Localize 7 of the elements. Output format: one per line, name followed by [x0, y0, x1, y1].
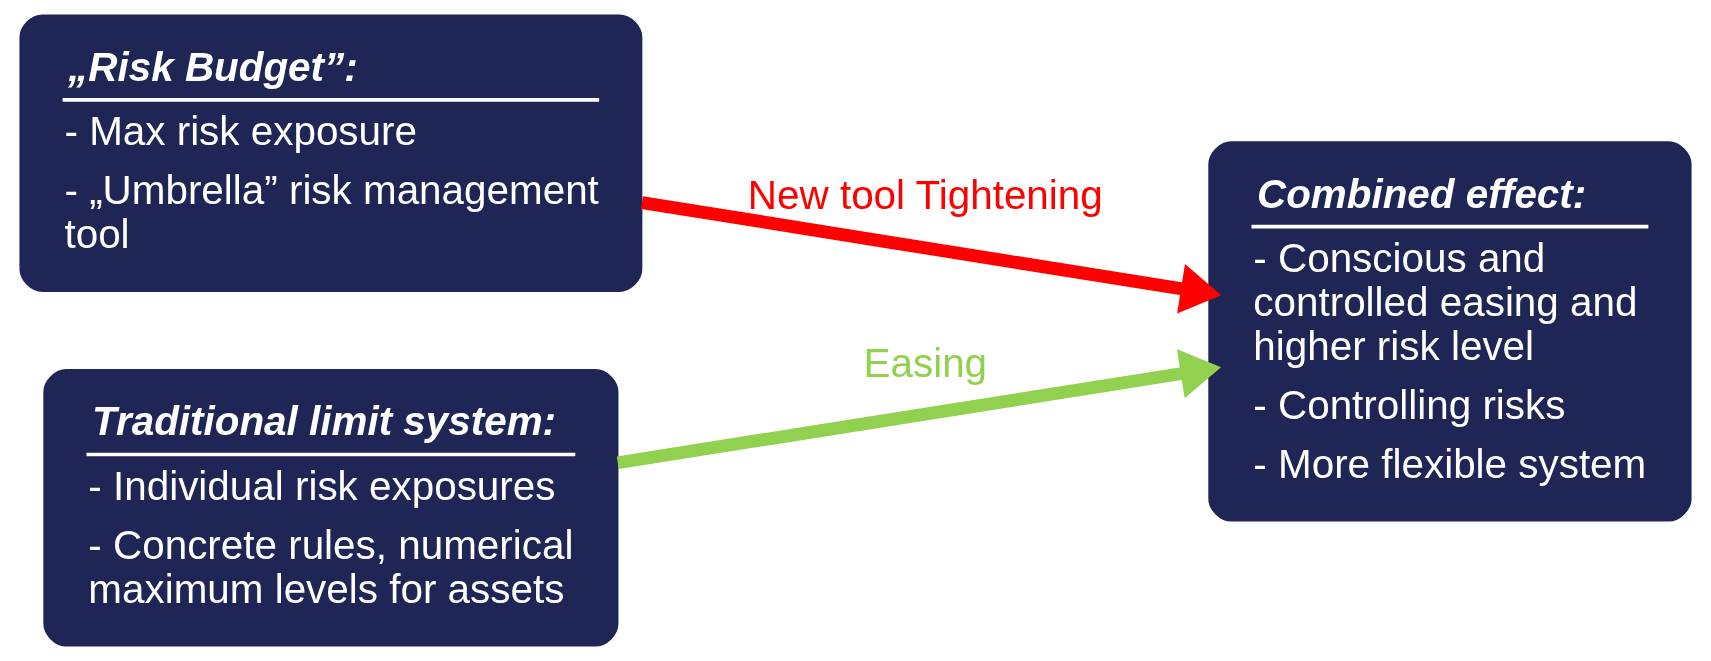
node-box: Combined effect: - Conscious and controlled easing and higher risk level - Controlling risks - More flexible system [1208, 141, 1692, 522]
arrow [640, 196, 1222, 314]
arrow [616, 349, 1222, 470]
edge-label: New tool Tightening [747, 172, 1103, 219]
node-box: Traditional limit system: - Individual risk exposures - Concrete rules, numerical maximum levels for assets [43, 369, 619, 647]
edge-label: Easing [863, 339, 988, 386]
node-box: „Risk Budget”: - Max risk exposure - „Umbrella” risk management tool [19, 14, 643, 292]
